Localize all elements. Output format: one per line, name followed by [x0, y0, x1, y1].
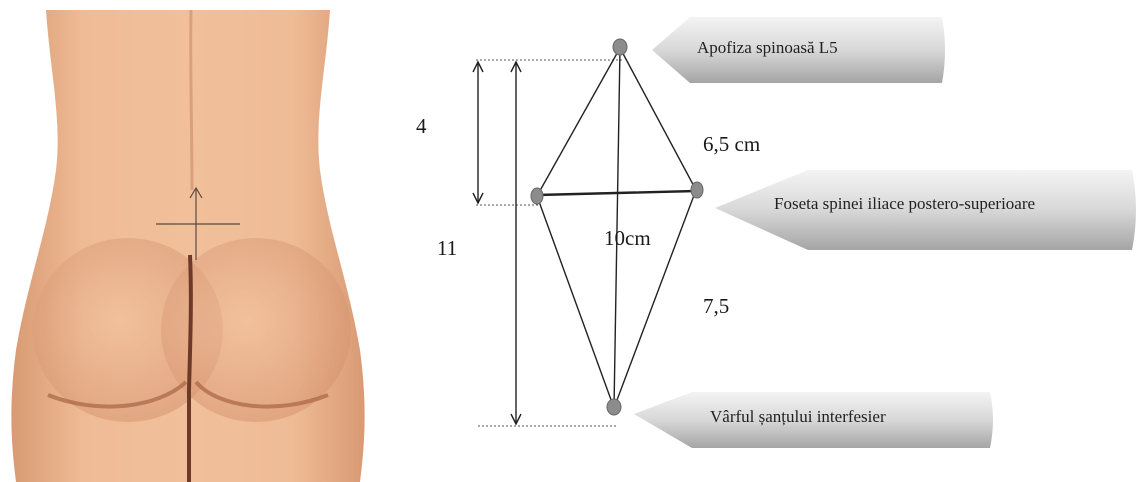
edge-l5-to-left: [537, 48, 620, 196]
measure-label-4: 4: [416, 114, 427, 139]
measure-label-6-5: 6,5 cm: [703, 132, 760, 157]
point-iliac-right: [691, 182, 703, 198]
callout-label-cleft: Vârful șanțului interfesier: [710, 407, 886, 427]
measure-label-10: 10cm: [604, 226, 651, 251]
point-iliac-left: [531, 188, 543, 204]
callout-label-iliac: Foseta spinei iliace postero-superioare: [774, 194, 1035, 214]
edge-left-to-bottom: [537, 196, 614, 408]
edge-right-to-bottom: [614, 190, 696, 408]
measure-label-7-5: 7,5: [703, 294, 729, 319]
horizontal-axis: [537, 191, 696, 195]
measure-label-11: 11: [437, 236, 457, 261]
point-cleft: [607, 399, 621, 415]
callout-label-l5: Apofiza spinoasă L5: [697, 38, 838, 58]
point-l5: [613, 39, 627, 55]
